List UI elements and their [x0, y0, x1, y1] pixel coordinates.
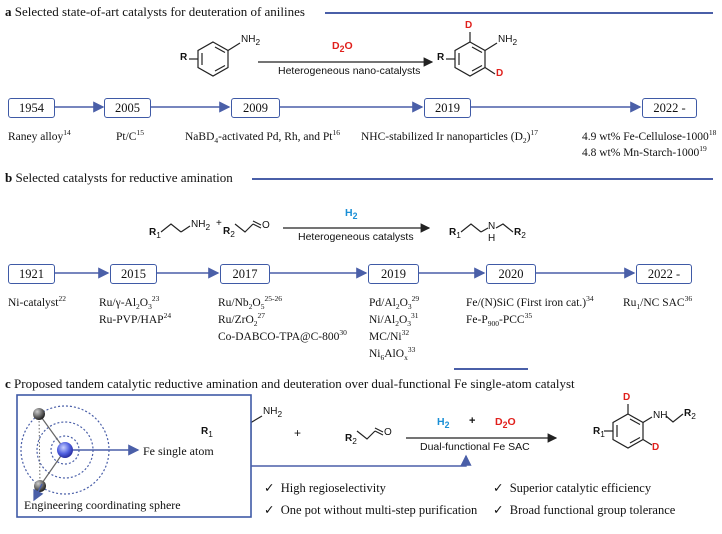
- label-fe-n-sic: Fe/(N)SiC (First iron cat.)34: [466, 294, 594, 309]
- label-ru1-nc-sac: Ru1/NC SAC36: [623, 294, 693, 312]
- product-n-b: N: [488, 221, 496, 232]
- label-ni-catalyst: Ni-catalyst22: [8, 294, 66, 309]
- aniline-reactant-a: [189, 41, 241, 77]
- check-icon: ✓: [264, 503, 275, 517]
- label-ni-al2o3: Ni/Al2O331: [369, 311, 419, 329]
- plus-c-1: +: [294, 426, 302, 440]
- condition-a: Heterogeneous nano-catalysts: [278, 65, 421, 77]
- fe-atom: [57, 442, 73, 458]
- section-b-end-rule: [454, 368, 528, 370]
- section-b-rule: [252, 178, 713, 180]
- label-ni6alox: Ni6AlOx33: [369, 345, 416, 363]
- bullet-regioselectivity: ✓ High regioselectivity: [264, 481, 386, 495]
- label-fe-p900-pcc: Fe-P900-PCC35: [466, 311, 533, 329]
- label-fe-cellulose: 4.9 wt% Fe-Cellulose-100018: [582, 128, 717, 143]
- fe-sac-inset: [16, 394, 252, 518]
- aniline-nh2-c: NH2: [263, 406, 283, 419]
- label-ru-al2o3: Ru/γ-Al2O323: [99, 294, 160, 312]
- coordinating-sphere-label: Engineering coordinating sphere: [24, 498, 181, 512]
- reagent-h2-b: H2: [345, 207, 358, 222]
- product-d-bottom-a: D: [496, 68, 504, 79]
- aldehyde-o-c: O: [384, 427, 392, 438]
- product-d-top-a: D: [465, 20, 473, 31]
- product-h-b: H: [488, 233, 496, 244]
- timeline-a-2005: 2005: [104, 98, 151, 118]
- check-icon: ✓: [493, 503, 504, 517]
- reagent-h2-c: H2: [437, 416, 450, 431]
- product-r-a: R: [437, 52, 445, 63]
- label-ru-pvp-hap: Ru-PVP/HAP24: [99, 311, 172, 326]
- timeline-a-2022: 2022 -: [642, 98, 697, 118]
- timeline-b-2019: 2019: [368, 264, 419, 284]
- label-co-dabco: Co-DABCO-TPA@C-80030: [218, 328, 347, 343]
- label-mn-starch: 4.8 wt% Mn-Starch-100019: [582, 144, 707, 159]
- plus-c-2: +: [469, 415, 476, 427]
- check-icon: ✓: [493, 481, 504, 495]
- plus-b: +: [216, 218, 222, 229]
- amine-product-c: [604, 404, 684, 449]
- reagent-d2o-a: D2O: [332, 40, 353, 55]
- condition-b: Heterogeneous catalysts: [298, 231, 414, 243]
- reactant-nh2-a: NH2: [241, 34, 261, 47]
- aldehyde-reactant-b: [234, 220, 262, 233]
- product-r2-c: R2: [684, 408, 696, 421]
- product-r1-b: R1: [449, 227, 461, 240]
- timeline-b-2022: 2022 -: [636, 264, 692, 284]
- neighbor-atom-bottom: [34, 480, 46, 492]
- aldehyde-r2-c: R2: [345, 433, 357, 446]
- section-c-heading: c Proposed tandem catalytic reductive am…: [5, 376, 575, 391]
- amine-nh2-b: NH2: [191, 219, 211, 232]
- check-icon: ✓: [264, 481, 275, 495]
- label-ru-nb2o5: Ru/Nb2O525-26: [218, 294, 282, 312]
- reactant-r-a: R: [180, 52, 188, 63]
- timeline-b-2020: 2020: [486, 264, 536, 284]
- label-pd-al2o3: Pd/Al2O329: [369, 294, 420, 312]
- label-nabd4: NaBD4-activated Pd, Rh, and Pt16: [185, 128, 340, 146]
- reagent-d2o-c: D2O: [495, 416, 516, 431]
- amine-product-b: [460, 223, 514, 233]
- timeline-a-2019: 2019: [424, 98, 471, 118]
- aldehyde-reactant-c: [356, 427, 384, 440]
- bullet-efficiency: ✓ Superior catalytic efficiency: [493, 481, 652, 495]
- label-ru-zro2: Ru/ZrO227: [218, 311, 266, 329]
- section-a-rule: [325, 12, 713, 14]
- connector-arrow-c: [251, 454, 472, 467]
- timeline-a-2009: 2009: [231, 98, 280, 118]
- timeline-b-2017: 2017: [220, 264, 270, 284]
- product-r1-c: R1: [593, 426, 605, 439]
- aniline-r1-c: R1: [201, 426, 213, 439]
- product-d-bottom-c: D: [652, 442, 660, 453]
- bullet-functional-group: ✓ Broad functional group tolerance: [493, 503, 676, 517]
- product-nh2-a: NH2: [498, 34, 518, 47]
- label-mc-ni: MC/Ni32: [369, 328, 410, 343]
- section-b-heading: b Selected catalysts for reductive amina…: [5, 170, 233, 185]
- product-nh-c: NH: [653, 410, 668, 421]
- label-nhc-ir: NHC-stabilized Ir nanoparticles (D2)17: [361, 128, 538, 146]
- aniline-product-a: [446, 32, 498, 77]
- neighbor-atom-top: [33, 408, 45, 420]
- aldehyde-o-b: O: [262, 220, 270, 231]
- bullet-one-pot: ✓ One pot without multi-step purificatio…: [264, 503, 478, 517]
- timeline-b-2015: 2015: [110, 264, 157, 284]
- amine-reactant-b: [160, 223, 191, 233]
- product-d-top-c: D: [623, 392, 631, 403]
- product-r2-b: R2: [514, 227, 526, 240]
- timeline-b-1921: 1921: [8, 264, 55, 284]
- fe-single-atom-label: Fe single atom: [143, 444, 214, 458]
- amine-r1-b: R1: [149, 227, 161, 240]
- label-raney-alloy: Raney alloy14: [8, 128, 71, 143]
- section-a-heading: a Selected state-of-art catalysts for de…: [5, 4, 305, 19]
- condition-c: Dual-functional Fe SAC: [420, 441, 530, 453]
- label-pt-c: Pt/C15: [116, 128, 144, 143]
- timeline-a-1954: 1954: [8, 98, 55, 118]
- aldehyde-r2-b: R2: [223, 226, 235, 239]
